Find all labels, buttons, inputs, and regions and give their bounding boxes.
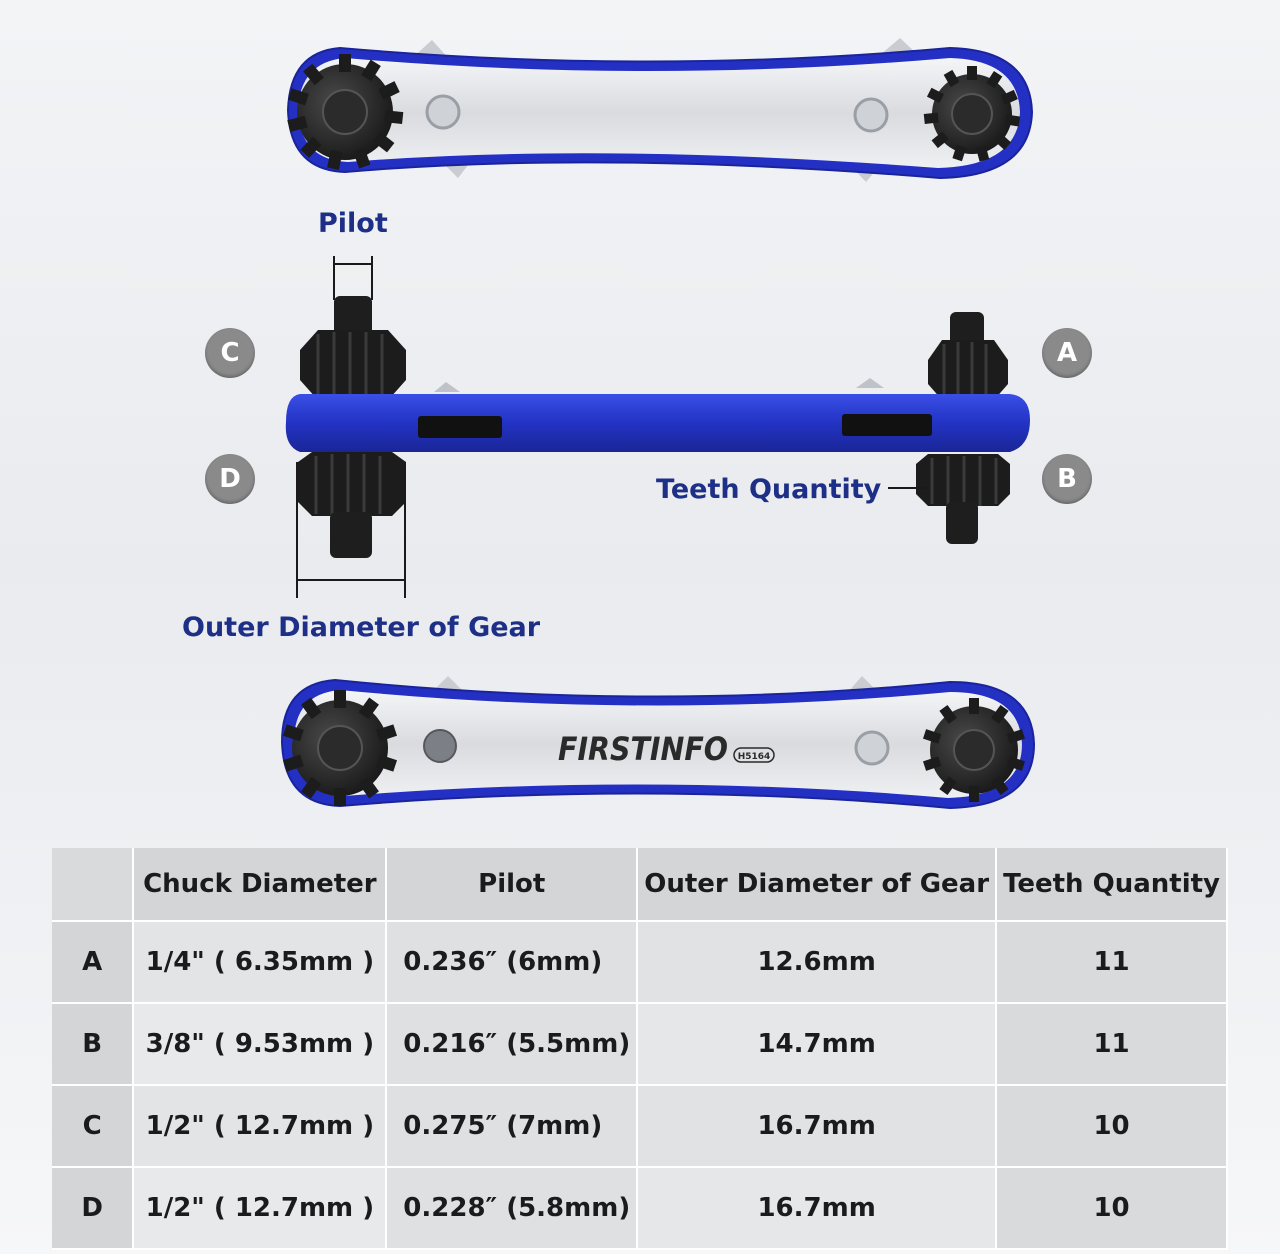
cell-chuck: 1/4" ( 6.35mm ) — [134, 922, 388, 1004]
cell-chuck: 3/8" ( 9.53mm ) — [134, 1004, 388, 1086]
badge-a: A — [1042, 328, 1092, 378]
cell-teeth: 11 — [997, 1004, 1228, 1086]
table-row: A 1/4" ( 6.35mm ) 0.236″ (6mm) 12.6mm 11 — [52, 922, 1228, 1004]
teeth-quantity-callout: Teeth Quantity — [656, 474, 882, 505]
cell-teeth: 10 — [997, 1168, 1228, 1250]
row-label: C — [52, 1086, 135, 1168]
wrench-side-view — [285, 256, 1030, 598]
spec-table: Chuck Diameter Pilot Outer Diameter of G… — [52, 848, 1228, 1250]
badge-b: B — [1042, 454, 1092, 504]
table-row: D 1/2" ( 12.7mm ) 0.228″ (5.8mm) 16.7mm … — [52, 1168, 1228, 1250]
cell-outer: 16.7mm — [638, 1168, 998, 1250]
cell-outer: 16.7mm — [638, 1086, 998, 1168]
row-label: D — [52, 1168, 135, 1250]
brand-logo: FIRSTINFO — [558, 730, 728, 768]
table-row: B 3/8" ( 9.53mm ) 0.216″ (5.5mm) 14.7mm … — [52, 1004, 1228, 1086]
wrench-top-view — [286, 38, 1034, 182]
cell-chuck: 1/2" ( 12.7mm ) — [134, 1168, 388, 1250]
row-label: A — [52, 922, 135, 1004]
cell-teeth: 11 — [997, 922, 1228, 1004]
cell-teeth: 10 — [997, 1086, 1228, 1168]
table-corner-cell — [52, 848, 135, 922]
header-chuck-diameter: Chuck Diameter — [134, 848, 388, 922]
badge-d: D — [205, 454, 255, 504]
cell-pilot: 0.236″ (6mm) — [387, 922, 639, 1004]
header-outer-diameter: Outer Diameter of Gear — [638, 848, 998, 922]
badge-c: C — [205, 328, 255, 378]
header-pilot: Pilot — [387, 848, 639, 922]
cell-outer: 12.6mm — [638, 922, 998, 1004]
pilot-callout: Pilot — [318, 208, 388, 239]
cell-pilot: 0.216″ (5.5mm) — [387, 1004, 639, 1086]
cell-pilot: 0.228″ (5.8mm) — [387, 1168, 639, 1250]
model-number: H5164 — [738, 752, 771, 762]
wrench-drawings: FIRSTINFO H5164 — [280, 38, 1036, 810]
table-row: C 1/2" ( 12.7mm ) 0.275″ (7mm) 16.7mm 10 — [52, 1086, 1228, 1168]
product-illustration: FIRSTINFO H5164 Pilot Teeth Quantity Out… — [182, 38, 1092, 810]
header-teeth-quantity: Teeth Quantity — [997, 848, 1228, 922]
cell-chuck: 1/2" ( 12.7mm ) — [134, 1086, 388, 1168]
row-label: B — [52, 1004, 135, 1086]
table-header-row: Chuck Diameter Pilot Outer Diameter of G… — [52, 848, 1228, 922]
wrench-branded-view: FIRSTINFO H5164 — [280, 676, 1036, 810]
cell-outer: 14.7mm — [638, 1004, 998, 1086]
cell-pilot: 0.275″ (7mm) — [387, 1086, 639, 1168]
outer-diameter-callout: Outer Diameter of Gear — [182, 612, 541, 643]
